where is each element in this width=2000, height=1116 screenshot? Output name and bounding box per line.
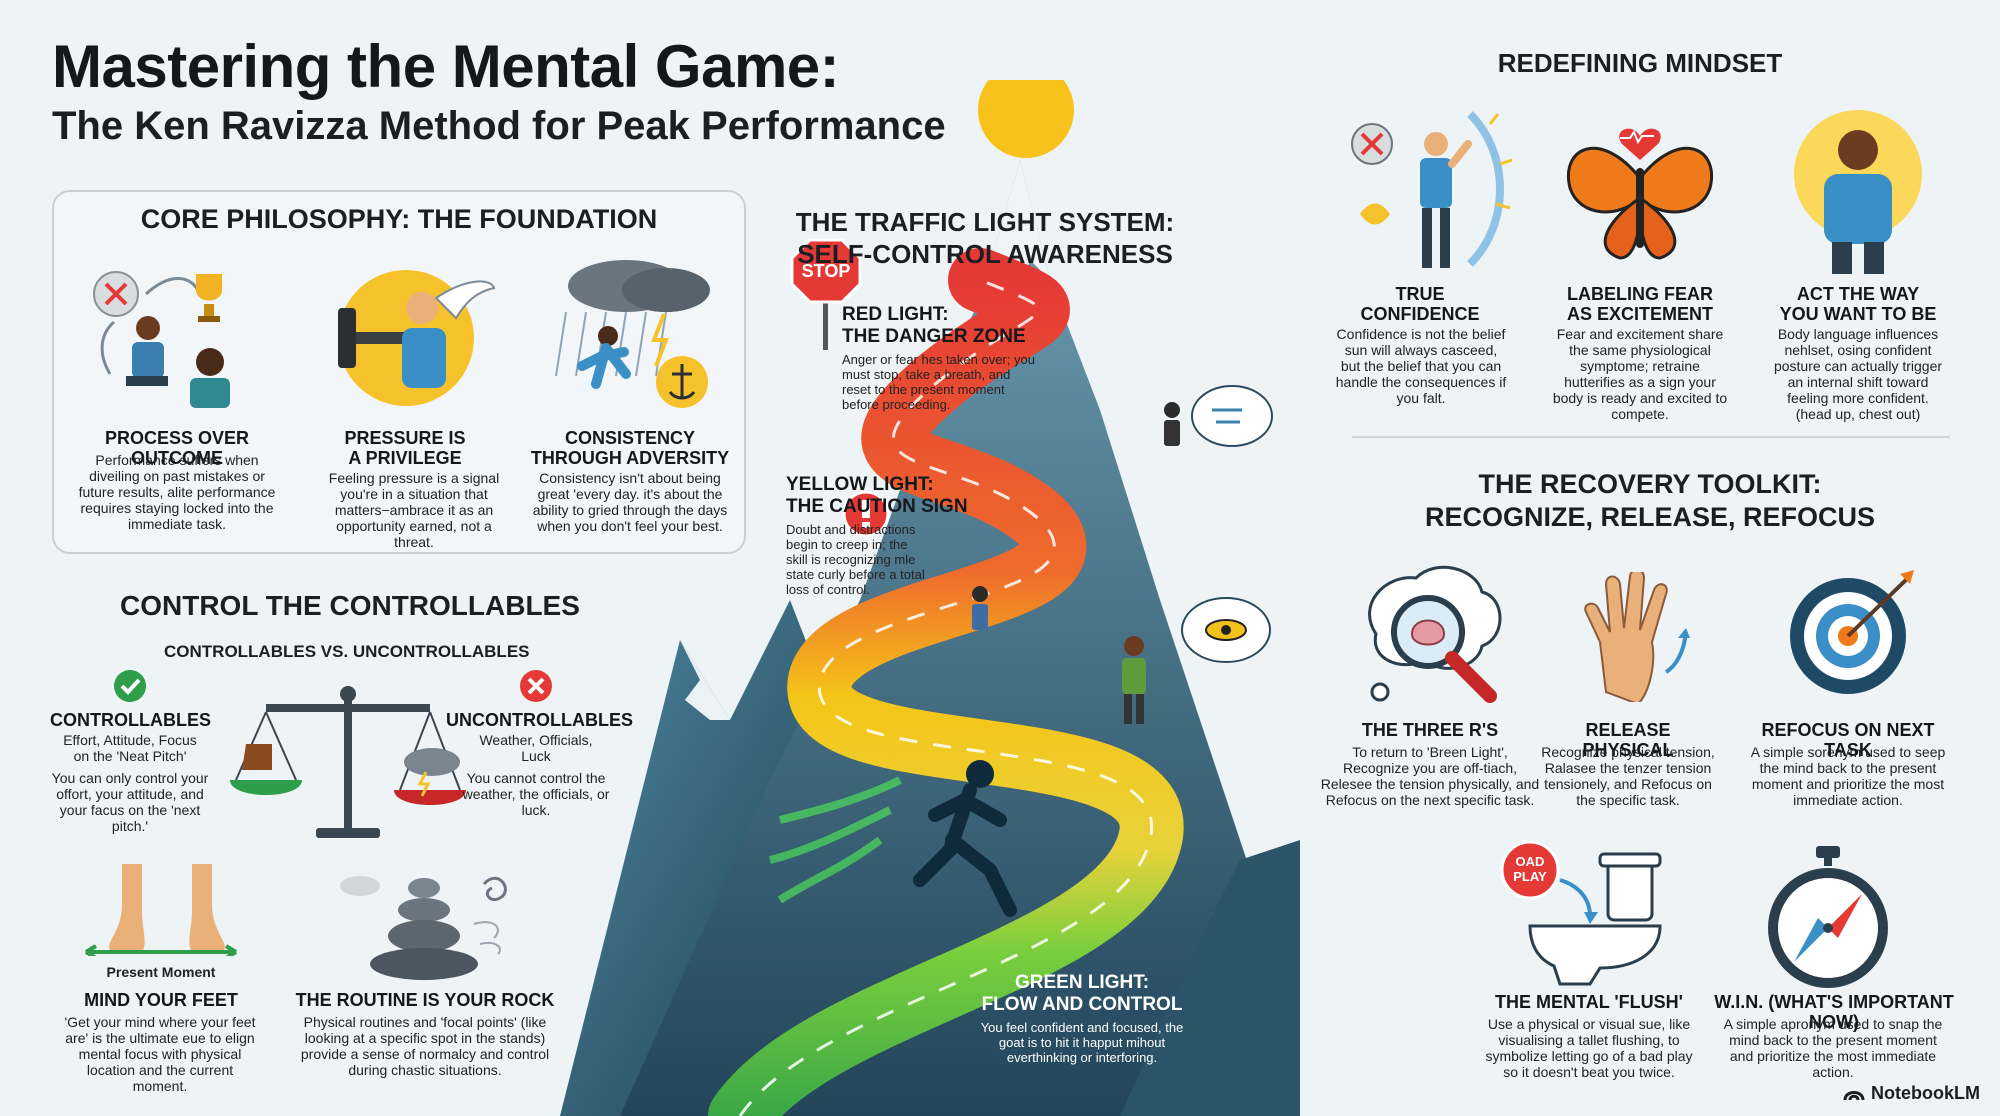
rock-stack-icon bbox=[340, 876, 507, 980]
labeling-fear-body: Fear and excitement share the same physi… bbox=[1552, 326, 1728, 422]
act-the-way-body: Body language influences nehlset, osing … bbox=[1773, 326, 1943, 422]
red-light-label1: RED LIGHT: bbox=[842, 304, 949, 325]
page-subtitle: The Ken Ravizza Method for Peak Performa… bbox=[52, 104, 946, 148]
x-icon bbox=[520, 670, 552, 702]
pressure-privilege-body: Feeling pressure is a signal you're in a… bbox=[328, 470, 500, 550]
red-light-body: Anger or fear hes taken over; you must s… bbox=[842, 352, 1035, 412]
mind-your-feet-body: 'Get your mind where your feet are' is t… bbox=[64, 1014, 256, 1094]
process-over-outcome-icon bbox=[93, 271, 230, 408]
true-confidence-icon bbox=[1351, 111, 1513, 268]
brand-name: NotebookLM bbox=[1871, 1083, 1980, 1103]
mental-flush-body: Use a physical or visual sue, like visua… bbox=[1485, 1016, 1693, 1080]
traffic-heading-line1: THE TRAFFIC LIGHT SYSTEM: bbox=[795, 207, 1175, 237]
check-icon bbox=[114, 670, 146, 702]
figure-red-icon bbox=[1164, 402, 1180, 446]
consistency-adversity-body: Consistency isn't about being great 'eve… bbox=[532, 470, 728, 534]
uncontrollables-list: Weather, Officials, Luck bbox=[479, 732, 593, 764]
figure-worried-icon bbox=[1122, 636, 1146, 724]
mountain-illustration: STOP bbox=[560, 80, 1300, 1116]
win-label: W.I.N. (WHAT'S IMPORTANT NOW) bbox=[1714, 992, 1954, 1032]
brand-logo: NotebookLM bbox=[1843, 1083, 1980, 1104]
traffic-heading: THE TRAFFIC LIGHT SYSTEM: SELF-CONTROL A… bbox=[770, 206, 1200, 270]
notebooklm-logo-icon bbox=[1843, 1090, 1865, 1100]
stop-sign-text: STOP bbox=[802, 261, 851, 281]
yellow-light-body: Doubt and distractions begin to creep in… bbox=[786, 522, 925, 597]
recovery-heading-line1: THE RECOVERY TOOLKIT: bbox=[1478, 469, 1822, 499]
uncontrollables-body: You cannot control the weather, the offi… bbox=[462, 770, 610, 818]
three-rs-label: THE THREE R'S bbox=[1361, 720, 1499, 740]
labeling-fear-label1: LABELING FEAR bbox=[1567, 284, 1713, 304]
bad-play-sign-text2: PLAY bbox=[1513, 869, 1547, 884]
three-rs-body: To return to 'Breen Light', Recognize yo… bbox=[1320, 744, 1540, 808]
red-light-block: RED LIGHT: THE DANGER ZONE Anger or fear… bbox=[842, 304, 1042, 412]
routine-rock-label: THE ROUTINE IS YOUR ROCK bbox=[295, 990, 555, 1010]
mind-your-feet-label: MIND YOUR FEET bbox=[84, 990, 238, 1010]
uncontrollables-label: UNCONTROLLABLES bbox=[446, 710, 633, 730]
true-confidence-body: Confidence is not the belief sun will al… bbox=[1335, 326, 1507, 406]
labeling-fear-label: LABELING FEAR AS EXCITEMENT bbox=[1540, 284, 1740, 324]
toilet-flush-icon: OAD PLAY bbox=[1500, 840, 1662, 986]
release-physical-body: Recognize physical tension, Ralasee the … bbox=[1541, 744, 1715, 808]
true-confidence-label: TRUE CONFIDENCE bbox=[1340, 284, 1500, 324]
yellow-light-label1: YELLOW LIGHT: bbox=[786, 474, 934, 495]
stopwatch-compass-icon bbox=[1768, 846, 1888, 988]
stop-sign-icon: STOP bbox=[790, 238, 862, 350]
recovery-heading: THE RECOVERY TOOLKIT: RECOGNIZE, RELEASE… bbox=[1380, 468, 1920, 534]
act-the-way-label: ACT THE WAY YOU WANT TO BE bbox=[1770, 284, 1946, 324]
true-confidence-label2: CONFIDENCE bbox=[1360, 304, 1480, 324]
feet-icon bbox=[84, 864, 238, 956]
runner-green-icon bbox=[769, 760, 1017, 917]
green-light-label1: GREEN LIGHT: bbox=[1014, 972, 1150, 993]
scale-icon bbox=[230, 686, 466, 838]
consistency-adversity-icon bbox=[555, 260, 710, 408]
routine-rock-body: Physical routines and 'focal points' (li… bbox=[300, 1014, 550, 1078]
green-light-block: GREEN LIGHT: FLOW AND CONTROL You feel c… bbox=[976, 972, 1188, 1065]
brain-magnifier-icon bbox=[1368, 565, 1502, 703]
present-moment-caption: Present Moment bbox=[106, 964, 216, 980]
wind-bubble-icon bbox=[1191, 385, 1273, 447]
traffic-heading-line2: SELF-CONTROL AWARENESS bbox=[797, 239, 1173, 269]
process-over-outcome-label: PROCESS OVER OUTCOME bbox=[104, 428, 250, 468]
mental-flush-label: THE MENTAL 'FLUSH' bbox=[1495, 992, 1683, 1012]
controllables-body: You can only control your offort, your a… bbox=[51, 770, 209, 834]
recovery-heading-line2: RECOGNIZE, RELEASE, REFOCUS bbox=[1424, 502, 1876, 532]
refocus-next-body: A simple sorenym used to seep the mind b… bbox=[1750, 744, 1946, 808]
green-light-label2: FLOW AND CONTROL bbox=[981, 994, 1183, 1015]
bad-play-sign-text: OAD bbox=[1516, 854, 1545, 869]
act-the-way-icon bbox=[1794, 110, 1922, 274]
act-the-way-label1: ACT THE WAY bbox=[1796, 284, 1920, 304]
pressure-privilege-label: PRESSURE IS A PRIVILEGE bbox=[344, 428, 466, 468]
sun-icon bbox=[978, 80, 1074, 158]
controllables-list: Effort, Attitude, Focus on the 'Neat Pit… bbox=[63, 732, 197, 764]
controllables-label: CONTROLLABLES bbox=[50, 710, 211, 730]
target-icon bbox=[1790, 570, 1914, 694]
figure-yellow-icon bbox=[972, 586, 988, 630]
section-divider bbox=[1352, 436, 1950, 438]
win-body: A simple apronym used to snap the mind b… bbox=[1723, 1016, 1943, 1080]
red-light-label2: THE DANGER ZONE bbox=[842, 326, 1026, 347]
yellow-light-block: YELLOW LIGHT: THE CAUTION SIGN Doubt and… bbox=[786, 474, 976, 597]
process-over-outcome-body: Performance suffers when diveiling on pa… bbox=[78, 452, 276, 532]
release-hand-icon bbox=[1584, 572, 1690, 702]
labeling-fear-label2: AS EXCITEMENT bbox=[1566, 304, 1713, 324]
control-heading: CONTROL THE CONTROLLABLES bbox=[120, 590, 580, 621]
butterfly-heart-icon bbox=[1567, 128, 1713, 260]
refocus-next-label: REFOCUS ON NEXT TASK bbox=[1761, 720, 1935, 760]
pressure-privilege-icon bbox=[338, 270, 496, 406]
warning-icon bbox=[842, 490, 890, 538]
consistency-adversity-label: CONSISTENCY THROUGH ADVERSITY bbox=[530, 428, 730, 468]
true-confidence-label1: TRUE bbox=[1395, 284, 1445, 304]
act-the-way-label2: YOU WANT TO BE bbox=[1779, 304, 1937, 324]
control-subheading: CONTROLLABLES VS. UNCONTROLLABLES bbox=[164, 642, 530, 661]
page-title: Mastering the Mental Game: bbox=[52, 33, 840, 100]
release-physical-label: RELEASE PHYSICAL bbox=[1582, 720, 1674, 760]
mindset-heading: REDEFINING MINDSET bbox=[1497, 48, 1783, 78]
yellow-light-label2: THE CAUTION SIGN bbox=[786, 496, 968, 517]
core-philosophy-heading: CORE PHILOSOPHY: THE FOUNDATION bbox=[140, 204, 658, 234]
eye-bubble-icon bbox=[1181, 597, 1271, 663]
green-light-body: You feel confident and focused, the goat… bbox=[980, 1020, 1184, 1065]
